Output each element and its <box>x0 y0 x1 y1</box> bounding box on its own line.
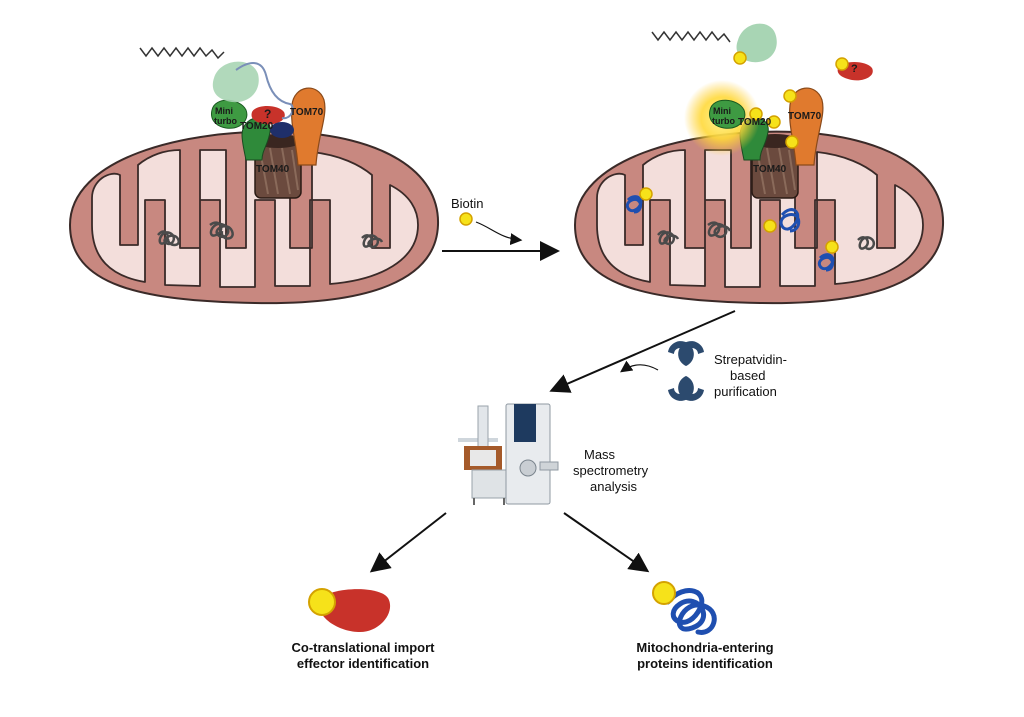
mrna-right <box>651 30 731 43</box>
miniturbo-label-right-1: Mini <box>713 106 731 116</box>
labeled-proteins-inside <box>625 195 835 272</box>
ms-label-3: analysis <box>590 479 637 494</box>
effector-outcome-icon <box>308 588 391 632</box>
arrow-to-proteins <box>563 512 650 573</box>
labeled-protein-outcome-icon <box>652 581 717 635</box>
tom20-label-right: TOM20 <box>738 117 772 128</box>
ms-label-2: spectrometry <box>573 463 649 478</box>
tom70-label-left: TOM70 <box>290 107 324 118</box>
mrna-left <box>139 46 225 60</box>
question-icon: ? <box>264 107 272 121</box>
mtdna-right <box>657 221 876 251</box>
biotin-dots-right <box>639 51 849 254</box>
tom70-right <box>789 87 824 166</box>
miniturbo-right <box>709 99 746 129</box>
miniturbo-label-right-2: turbo <box>712 116 735 126</box>
effector-left <box>251 106 294 138</box>
strep-label-3: purification <box>714 384 777 399</box>
nascent-chain-left <box>235 62 294 120</box>
effector-outcome-label-2: effector identification <box>296 656 430 671</box>
effector-outcome-label-1: Co-translational import <box>291 640 435 655</box>
strep-label-2: based <box>730 368 766 383</box>
protein-outcome-label-1: Mitochondria-entering <box>636 640 774 655</box>
streptavidin-arrow <box>620 360 659 373</box>
mtdna-left <box>157 221 384 249</box>
biotin-label: Biotin <box>451 196 484 211</box>
purification-arrow <box>549 310 736 393</box>
mass-spectrometer-icon <box>458 403 559 505</box>
tom40-label-left: TOM40 <box>256 164 290 175</box>
mitochondrion-right <box>573 23 945 305</box>
miniturbo-label-left-1: Mini <box>215 106 233 116</box>
protein-outcome-label-2: proteins identification <box>637 656 773 671</box>
arrow-to-effector <box>369 512 447 573</box>
ribosome-icon <box>212 61 259 103</box>
tom70-label-right: TOM70 <box>788 111 822 122</box>
mitochondrion-left <box>68 46 440 305</box>
streptavidin-icon <box>668 341 704 401</box>
tom20-label-left: TOM20 <box>240 121 274 132</box>
tom40-label-right: TOM40 <box>753 164 787 175</box>
ribosome-right <box>736 23 777 63</box>
strep-label-1: Strepatvidin- <box>714 352 787 367</box>
ms-label-1: Mass <box>584 447 616 462</box>
biotin-icon <box>459 212 473 226</box>
miniturbo-label-left-2: turbo <box>214 116 237 126</box>
biotin-step <box>442 212 560 261</box>
question-icon-released: ? <box>851 63 858 75</box>
